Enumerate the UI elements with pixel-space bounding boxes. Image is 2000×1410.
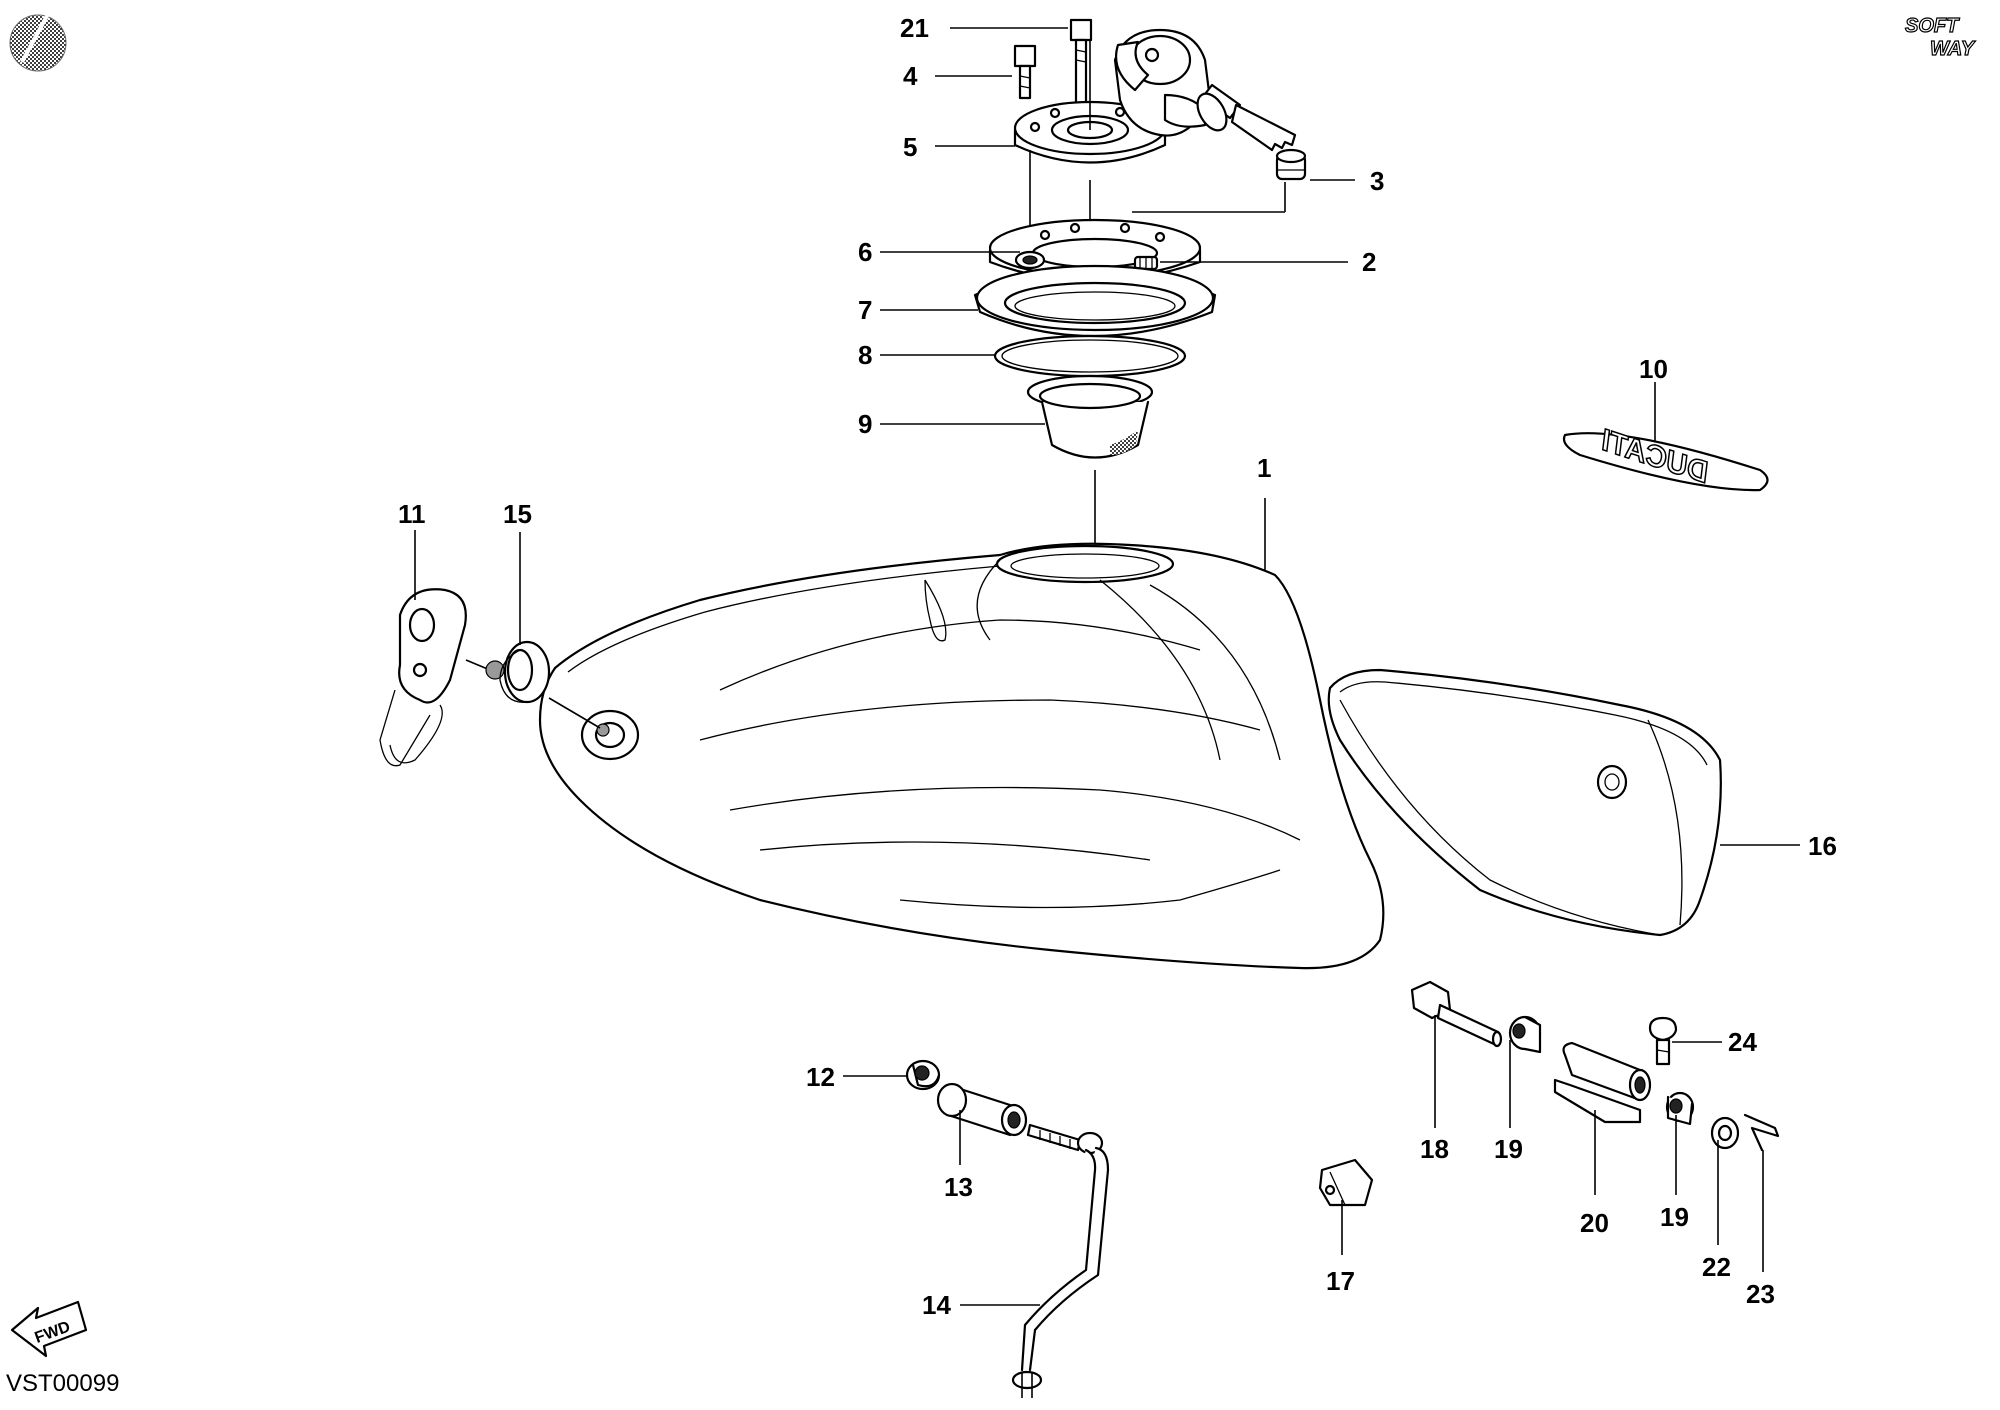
brand-line1: SOFT (1905, 15, 1960, 37)
softway-brand-logo: SOFT WAY (1904, 14, 1976, 60)
gasket-8 (993, 334, 1187, 378)
callout-16: 16 (1808, 831, 1837, 861)
spacer-12 (905, 1059, 941, 1091)
callout-21: 21 (900, 13, 929, 43)
key-icon (1196, 83, 1297, 152)
bolt-24 (1648, 1016, 1678, 1066)
callout-3: 3 (1370, 166, 1384, 196)
spacer-19-lower (1665, 1091, 1695, 1126)
bolt-4 (1013, 44, 1037, 100)
callout-18: 18 (1420, 1134, 1449, 1164)
callout-7: 7 (858, 295, 872, 325)
fuel-tank-1 (538, 542, 1385, 970)
callout-8: 8 (858, 340, 872, 370)
clip-23 (1743, 1113, 1780, 1152)
filler-cap-lock (1113, 28, 1212, 137)
leader-lines (414, 27, 1764, 1306)
tank-flange-7 (973, 264, 1217, 338)
filter-cup-9 (1026, 374, 1154, 459)
bleed-cap-3 (1275, 148, 1307, 181)
callout-19b: 19 (1660, 1202, 1689, 1232)
ducati-emblem-10: DUCATI (1562, 423, 1769, 492)
callout-5: 5 (903, 132, 917, 162)
rubber-grommet-15 (499, 640, 551, 704)
callout-20: 20 (1580, 1208, 1609, 1238)
callout-11: 11 (398, 499, 426, 529)
bolt-18 (1410, 980, 1503, 1048)
side-panel-16 (1327, 668, 1722, 937)
forward-arrow-icon: FWD (10, 1300, 88, 1358)
callout-14: 14 (922, 1290, 951, 1320)
callout-10: 10 (1639, 354, 1668, 384)
washer-22 (1710, 1116, 1740, 1150)
callout-19a: 19 (1494, 1134, 1523, 1164)
document-code: VST00099 (6, 1370, 120, 1397)
callout-2: 2 (1362, 247, 1376, 277)
spacer-19-upper (1508, 1015, 1542, 1054)
pivot-bracket-20 (1553, 1041, 1652, 1124)
bushing-13 (936, 1082, 1028, 1137)
callout-6: 6 (858, 237, 872, 267)
callout-24: 24 (1728, 1027, 1757, 1057)
rubber-pad-17 (1318, 1158, 1374, 1207)
callout-12: 12 (806, 1062, 835, 1092)
callout-13: 13 (944, 1172, 973, 1202)
logo-circle-icon (9, 13, 67, 72)
callout-4: 4 (903, 61, 918, 91)
callout-17: 17 (1326, 1266, 1355, 1296)
part-callouts: 1 2 3 4 5 6 7 8 9 10 11 12 13 14 15 16 1… (398, 13, 1837, 1320)
callout-23: 23 (1746, 1279, 1775, 1309)
tank-hinge-bracket-11 (379, 588, 505, 767)
brand-line2: WAY (1930, 38, 1976, 60)
callout-9: 9 (858, 409, 872, 439)
callout-22: 22 (1702, 1252, 1731, 1282)
callout-15: 15 (503, 499, 532, 529)
callout-1: 1 (1257, 453, 1271, 483)
tank-prop-rod-14 (1011, 1123, 1110, 1398)
